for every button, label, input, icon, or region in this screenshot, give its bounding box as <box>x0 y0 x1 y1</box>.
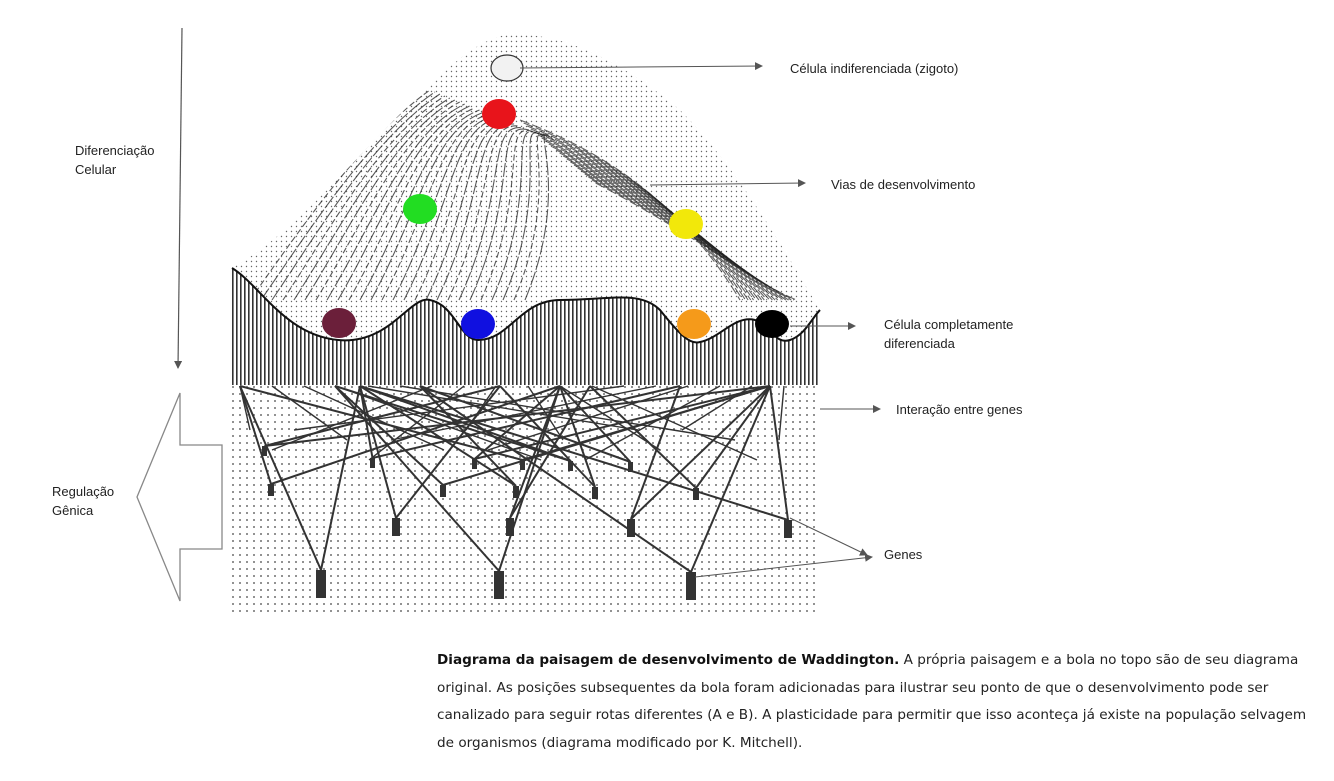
zygote-ball <box>490 54 524 82</box>
zygote-callout-arrow <box>519 62 763 71</box>
gene-network <box>230 385 820 612</box>
genes-label: Genes <box>884 547 923 562</box>
figure-caption: Diagrama da paisagem de desenvolvimento … <box>437 647 1317 757</box>
differentiated-cell-label: Célula completamente diferenciada <box>884 317 1014 351</box>
caption-body: A própria paisagem e a bola no topo são … <box>437 652 1307 751</box>
landscape-hill <box>232 34 820 341</box>
red-ball <box>482 99 516 129</box>
gene-regulation-arrow <box>136 392 223 602</box>
undifferentiated-cell-label: Célula indiferenciada (zigoto) <box>790 61 959 76</box>
paths-callout-arrow <box>649 179 806 188</box>
developmental-paths-label: Vias de desenvolvimento <box>831 177 976 192</box>
orange-ball <box>677 309 711 339</box>
green-ball <box>403 194 437 224</box>
genes-callout-arrow-2 <box>694 553 873 578</box>
development-balls <box>322 54 789 339</box>
blue-ball <box>461 309 495 339</box>
black-ball <box>755 310 789 338</box>
waddington-landscape-diagram <box>136 27 881 612</box>
gene-regulation-label: Regulação Gênica <box>52 484 115 518</box>
differentiation-label: Diferenciação Celular <box>75 143 155 177</box>
yellow-ball <box>669 209 703 239</box>
genes-callout-arrow-1 <box>789 517 868 556</box>
purple-ball <box>322 308 356 338</box>
gene-interaction-label: Interação entre genes <box>896 402 1023 417</box>
caption-title: Diagrama da paisagem de desenvolvimento … <box>437 652 900 668</box>
differentiation-arrow <box>174 27 183 369</box>
